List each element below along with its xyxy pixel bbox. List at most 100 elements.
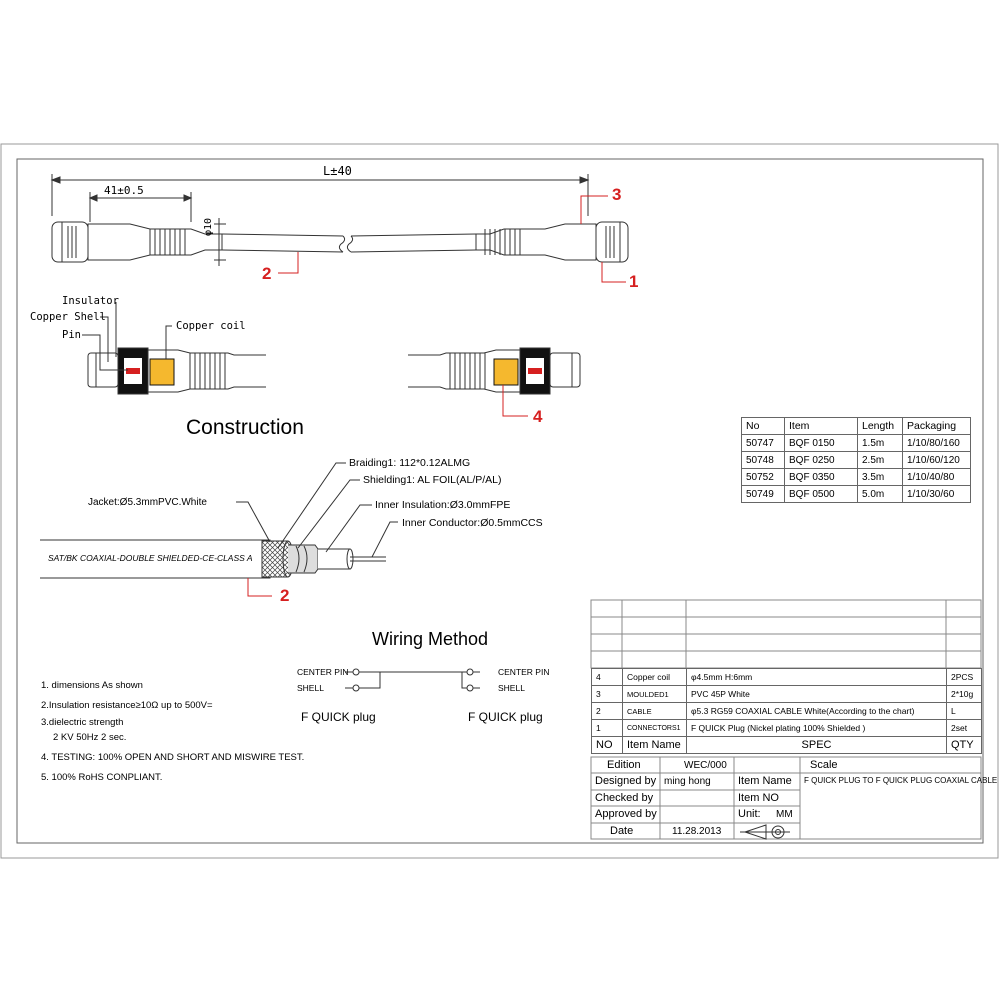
edition-value: WEC/000 [684,760,727,771]
jacket-label: Jacket:Ø5.3mmPVC.White [88,497,207,508]
cell: 50748 [741,451,785,469]
projection-symbol [740,824,790,840]
product-table: No Item Length Packaging 50747 BQF 0150 … [741,417,971,503]
col-packaging: Packaging [902,417,971,435]
table-row: 4 Copper coil φ4.5mm H:6mm 2PCS [591,668,982,686]
cell: 1/10/40/80 [902,468,971,486]
table-row: 50747 BQF 0150 1.5m 1/10/80/160 [741,434,971,452]
cell: φ4.5mm H:6mm [686,668,947,686]
cell: 50752 [741,468,785,486]
callout-1: 1 [629,272,639,291]
diameter-dim: φ10 [203,217,214,236]
cell: 2set [946,719,982,737]
note-3: 3.dielectric strength [41,717,124,728]
plug-length-dim: 41±0.5 [104,184,144,197]
bom-empty-grid [590,599,982,669]
product-table-header: No Item Length Packaging [741,417,971,435]
table-row: 50752 BQF 0350 3.5m 1/10/40/80 [741,468,971,486]
construction-cable [40,539,386,579]
scale-label: Scale [810,759,838,771]
cell: CONNECTORS1 [622,719,687,737]
top-cable-drawing [50,174,629,266]
cell: MOULDED1 [622,685,687,703]
right-shell-label: SHELL [498,683,525,693]
insulator-label: Insulator [62,295,119,307]
date-value: 11.28.2013 [672,826,722,837]
note-2: 2.Insulation resistance≥10Ω up to 500V= [41,700,213,711]
overall-length-dim: L±40 [323,164,352,178]
checked-by-label: Checked by [595,792,654,804]
cell: BQF 0500 [784,485,858,503]
construction-title: Construction [186,416,304,439]
cell: PVC 45P White [686,685,947,703]
cell: Item Name [622,736,687,754]
cell: BQF 0150 [784,434,858,452]
cell: 3.5m [857,468,903,486]
cell: 1.5m [857,434,903,452]
cable-print-text: SAT/BK COAXIAL-DOUBLE SHIELDED-CE-CLASS … [48,553,253,563]
table-row: 3 MOULDED1 PVC 45P White 2*10g [591,685,982,703]
cell: 3 [591,685,623,703]
cell: Copper coil [622,668,687,686]
sheet-frame-outer [0,143,999,859]
cell: 1/10/30/60 [902,485,971,503]
item-name-label: Item Name [738,775,792,787]
cell: 2PCS [946,668,982,686]
copper-shell-label: Copper Shell [30,311,106,323]
pin-label: Pin [62,329,81,341]
cell: 1 [591,719,623,737]
designed-by-value: ming hong [664,776,711,787]
cell: 1/10/60/120 [902,451,971,469]
col-length: Length [857,417,903,435]
wiring-title: Wiring Method [372,629,489,649]
shielding-label: Shielding1: AL FOIL(AL/P/AL) [363,474,502,486]
callout-3: 3 [612,185,622,204]
braiding-label: Braiding1: 112*0.12ALMG [349,457,471,469]
item-no-label: Item NO [738,792,779,804]
col-no: No [741,417,785,435]
cell: CABLE [622,702,687,720]
cell: NO [591,736,623,754]
table-row: 50749 BQF 0500 5.0m 1/10/30/60 [741,485,971,503]
bom-table: 4 Copper coil φ4.5mm H:6mm 2PCS 3 MOULDE… [591,668,982,754]
note-4: 4. TESTING: 100% OPEN AND SHORT AND MISW… [41,752,305,763]
cell: SPEC [686,736,947,754]
detail-right-connector [408,347,581,395]
cell: 1/10/80/160 [902,434,971,452]
cell: 2 [591,702,623,720]
callout-4-leader [502,385,528,417]
table-row: 50748 BQF 0250 2.5m 1/10/60/120 [741,451,971,469]
callout-2-top: 2 [262,264,272,283]
copper-coil-label: Copper coil [176,320,246,332]
item-name-value: F QUICK PLUG TO F QUICK PLUG COAXIAL CAB… [804,776,998,785]
cell: 2*10g [946,685,982,703]
left-shell-label: SHELL [297,683,324,693]
cell: 5.0m [857,485,903,503]
date-label: Date [610,825,634,837]
sheet-frame-inner [16,158,984,844]
callout-4: 4 [533,407,543,426]
edition-label: Edition [607,759,641,771]
approved-by-label: Approved by [595,808,657,820]
cell: F QUICK Plug (Nickel plating 100% Shield… [686,719,947,737]
note-5: 5. 100% RoHS CONPLIANT. [41,772,163,783]
bom-header-row: NO Item Name SPEC QTY [591,736,982,754]
cell: BQF 0250 [784,451,858,469]
cell: 50747 [741,434,785,452]
construction-leaders [236,462,398,558]
right-plug-label: F QUICK plug [468,710,543,724]
detail-left-connector [87,347,266,395]
title-block-grid [590,756,982,840]
wiring-schematic [345,668,480,692]
col-item: Item [784,417,858,435]
top-callout-leaders [278,195,626,283]
note-3-detail: 2 KV 50Hz 2 sec. [53,732,127,743]
unit-value: MM [776,809,793,820]
table-row: 1 CONNECTORS1 F QUICK Plug (Nickel plati… [591,719,982,737]
cell: 2.5m [857,451,903,469]
detail-label-leaders [82,302,172,371]
left-center-pin-label: CENTER PIN [297,667,349,677]
insulation-label: Inner Insulation:Ø3.0mmFPE [375,499,511,511]
cell: φ5.3 RG59 COAXIAL CABLE White(According … [686,702,947,720]
